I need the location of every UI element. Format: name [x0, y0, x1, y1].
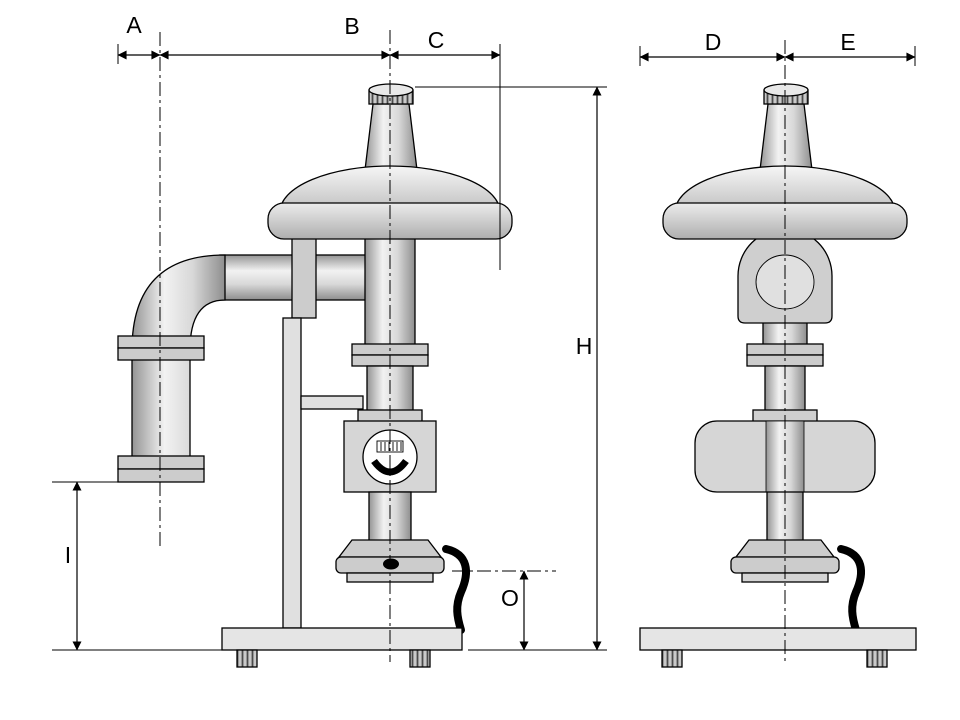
pipe-through-meter: [765, 420, 805, 493]
dimension-D: D: [639, 29, 786, 66]
base-left: [221, 627, 463, 668]
dimension-label-h: H: [576, 333, 593, 359]
dimension-label-c: C: [428, 27, 445, 53]
top-cap: [368, 83, 414, 105]
dimension-O: O: [501, 570, 529, 651]
base-plate: [639, 627, 917, 651]
dimension-H: H: [415, 86, 607, 651]
base-plate: [221, 627, 463, 651]
dimension-label-d: D: [705, 29, 722, 55]
dimension-A: A: [117, 12, 161, 64]
left-view: [117, 83, 513, 668]
dimension-label-i: I: [65, 542, 71, 568]
actuator-neck: [759, 103, 813, 171]
actuator-neck: [364, 103, 418, 171]
dome-top: [674, 165, 896, 213]
elbow-end-flange: [117, 455, 205, 483]
inlet-elbow-pipe: [117, 237, 369, 483]
centerlines: [159, 30, 786, 662]
foot-bolt: [409, 649, 431, 668]
foot-bolt: [866, 649, 888, 668]
drain-handle: [442, 545, 471, 634]
inlet-flange-plate: [291, 237, 317, 319]
dimension-label-a: A: [126, 12, 142, 38]
diaphragm-dome: [662, 165, 908, 240]
support-stand: [282, 317, 364, 629]
dimensions: A B C D E H I: [52, 12, 916, 651]
dimension-label-b: B: [344, 13, 359, 39]
stand-column: [282, 317, 302, 629]
stand-arm: [300, 395, 364, 410]
elbow-mid-flange: [117, 335, 205, 361]
right-view: [639, 83, 917, 668]
dimension-label-e: E: [840, 29, 855, 55]
base-right: [639, 627, 917, 668]
foot-bolt: [661, 649, 683, 668]
gauge-dial-arc: [371, 458, 409, 476]
top-cap: [763, 83, 809, 105]
dimension-label-o: O: [501, 585, 519, 611]
dimension-I: I: [52, 481, 222, 651]
dimension-E: E: [784, 29, 916, 66]
drain-handle: [837, 545, 866, 634]
dimension-B: B: [159, 13, 391, 60]
foot-bolt: [236, 649, 258, 668]
dimension-C: C: [389, 27, 501, 270]
drain-port: [383, 558, 399, 570]
diaphragm-dome: [267, 165, 513, 240]
